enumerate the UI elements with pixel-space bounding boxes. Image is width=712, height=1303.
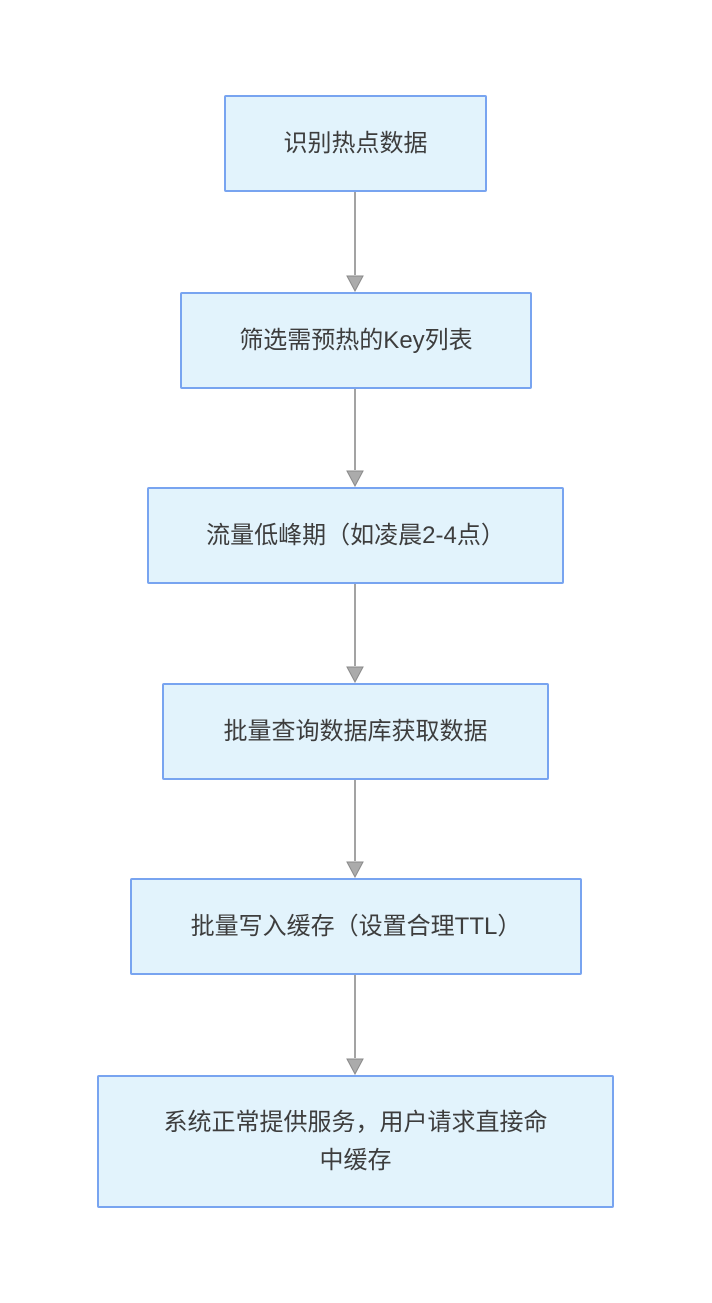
arrowhead-down-icon (346, 470, 364, 487)
flow-node-low-traffic-window: 流量低峰期（如凌晨2-4点） (147, 487, 564, 584)
flow-node-filter-key-list: 筛选需预热的Key列表 (180, 292, 532, 389)
arrow-line (354, 975, 356, 1058)
arrowhead-down-icon (346, 861, 364, 878)
node-label: 系统正常提供服务，用户请求直接命中缓存 (163, 1108, 548, 1174)
node-label: 批量写入缓存（设置合理TTL） (190, 912, 522, 940)
arrow-line (354, 389, 356, 470)
flow-arrow-3 (346, 584, 364, 683)
node-label: 流量低峰期（如凌晨2-4点） (206, 521, 505, 549)
arrowhead-down-icon (346, 666, 364, 683)
node-label: 批量查询数据库获取数据 (223, 717, 488, 745)
flow-arrow-5 (346, 975, 364, 1075)
flow-arrow-4 (346, 780, 364, 878)
node-label: 筛选需预热的Key列表 (239, 326, 473, 354)
flow-arrow-2 (346, 389, 364, 487)
arrow-line (354, 192, 356, 275)
arrow-line (354, 780, 356, 861)
flow-node-batch-write-cache: 批量写入缓存（设置合理TTL） (130, 878, 582, 975)
arrow-line (354, 584, 356, 666)
flow-node-identify-hot-data: 识别热点数据 (224, 95, 487, 192)
arrowhead-down-icon (346, 1058, 364, 1075)
arrowhead-down-icon (346, 275, 364, 292)
node-label: 识别热点数据 (283, 129, 428, 157)
flow-node-serve-requests: 系统正常提供服务，用户请求直接命中缓存 (97, 1075, 614, 1208)
flow-arrow-1 (346, 192, 364, 292)
flow-node-batch-query-db: 批量查询数据库获取数据 (162, 683, 549, 780)
